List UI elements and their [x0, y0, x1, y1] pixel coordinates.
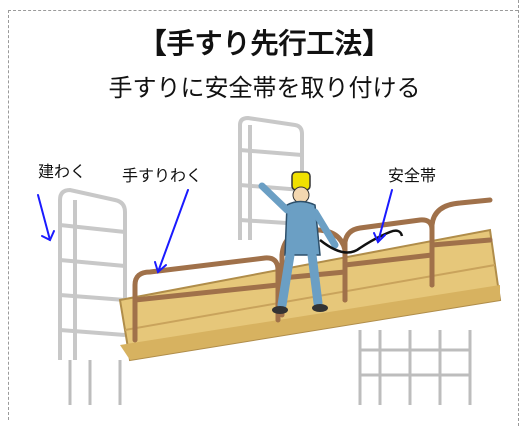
worker-figure	[258, 171, 339, 314]
pointer-arrows	[37, 189, 393, 274]
safety-belt-label: 安全帯	[388, 166, 437, 185]
safety-lanyard	[319, 229, 404, 254]
frame-border-top	[8, 10, 518, 11]
handrail-frame-label: 手すりわく	[122, 166, 203, 185]
frame-label: 建わく	[38, 162, 87, 181]
slide-subtitle: 手すりに安全帯を取り付ける	[108, 74, 421, 102]
deck-planks	[118, 228, 502, 362]
slide-title: 【手すり先行工法】	[138, 27, 391, 60]
frame-border-left	[8, 10, 9, 420]
lower-scaffold	[68, 330, 472, 405]
frame-border-right	[518, 0, 519, 426]
scaffold-frame	[58, 187, 127, 360]
